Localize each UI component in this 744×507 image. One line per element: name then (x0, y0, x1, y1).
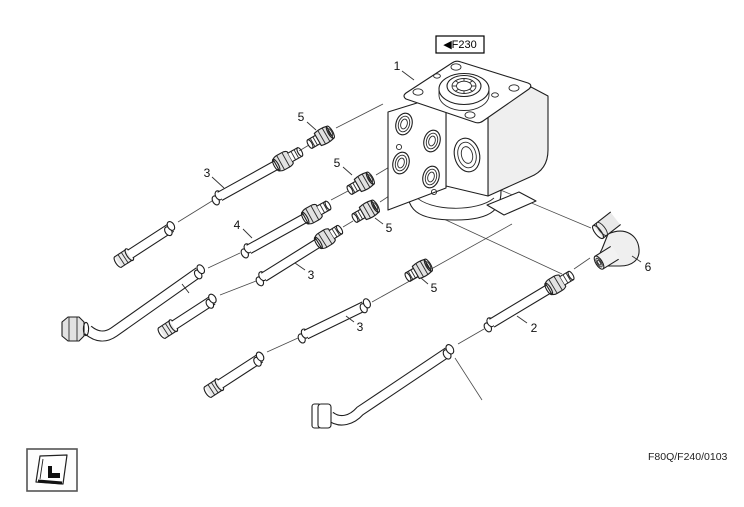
pipe-4 (240, 200, 332, 259)
pipe-3-top (211, 147, 304, 206)
valve-port (423, 129, 441, 153)
elbow-bottom-branch (593, 245, 620, 270)
valve-mounting-plate (486, 191, 537, 216)
valve-port (392, 151, 410, 175)
callout-fitting-b[interactable]: 5 (334, 156, 341, 170)
callout-valve[interactable]: 1 (394, 59, 401, 73)
doc-code: F80Q/F240/0103 (648, 451, 728, 463)
hex-fitting (346, 171, 375, 195)
valve-right-face (487, 86, 549, 197)
hex-fitting (404, 258, 433, 282)
elbow-fitting (591, 211, 640, 270)
pipe-nut (314, 228, 336, 250)
pipe-3-lower (297, 298, 372, 344)
callout-pipe-3-middle[interactable]: 3 (308, 268, 315, 282)
pipe-nut (272, 150, 294, 172)
section-icon-box[interactable] (26, 448, 78, 492)
callout-fitting-c[interactable]: 5 (386, 221, 393, 235)
long-bottom-pipe (311, 344, 455, 429)
pipe-segment (157, 293, 217, 339)
pipe-nut (61, 316, 85, 342)
valve-spline-boss (438, 72, 490, 111)
pipe-2 (483, 270, 575, 333)
cab-seat-icon (35, 454, 68, 485)
callout-pipe-3-lower[interactable]: 3 (357, 320, 364, 334)
pipe-segment (113, 221, 176, 268)
elbow-top-branch (591, 211, 621, 240)
callout-pipe-4[interactable]: 4 (234, 218, 241, 232)
callout-leaders (211, 70, 642, 324)
valve-port (422, 165, 440, 189)
bent-pipe (61, 264, 206, 342)
spline-hatch (452, 78, 476, 94)
callout-fitting-d[interactable]: 5 (431, 281, 438, 295)
pipe-segment (203, 351, 265, 398)
valve-top-plate (403, 60, 532, 124)
steering-valve-unit (387, 60, 549, 221)
callout-pipe-3-top[interactable]: 3 (204, 166, 211, 180)
callout-pipe-2[interactable]: 2 (531, 321, 538, 335)
callout-fitting-a[interactable]: 5 (298, 110, 305, 124)
valve-large-port (453, 137, 481, 173)
hex-fitting (351, 199, 380, 223)
callout-elbow[interactable]: 6 (645, 260, 652, 274)
pipe-nut (544, 274, 567, 296)
hex-fitting (306, 125, 335, 149)
figure-ref-link[interactable]: ◀F230 (435, 35, 485, 54)
figure-ref-label[interactable]: ◀F230 (443, 39, 477, 51)
pipe-nut (301, 203, 323, 225)
pipe-3-middle (255, 224, 344, 287)
valve-bolt-hole (412, 63, 520, 119)
valve-plug (395, 143, 403, 151)
valve-plug (430, 188, 438, 196)
valve-port (395, 112, 413, 136)
